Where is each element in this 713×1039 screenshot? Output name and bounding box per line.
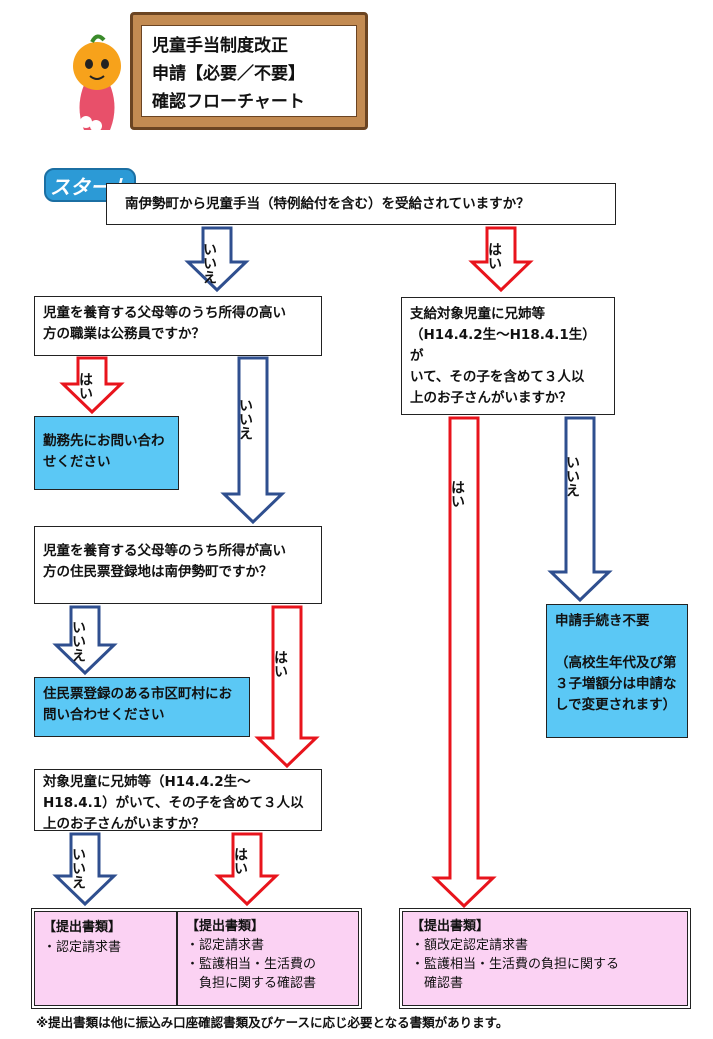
documents-heading: 【提出書類】 [411, 919, 490, 934]
documents-box-3: 【提出書類】 ・額改定認定請求書 ・監護相当・生活費の負担に関する 確認書 [399, 908, 691, 1009]
question-3-line: いて、その子を含めて３人以 [410, 368, 585, 385]
result-workplace-line: せください [43, 453, 111, 470]
documents-item: ・認定請求書 [43, 940, 122, 956]
result-no-application-line: （高校生年代及び第 [555, 654, 677, 671]
question-4-box: 児童を養育する父母等のうち所得が高い 方の住民票登録地は南伊勢町ですか？ [34, 526, 322, 604]
arrow-q1-no: いいえ [184, 226, 250, 293]
documents-item: 確認書 [411, 975, 464, 991]
question-4-line: 児童を養育する父母等のうち所得が高い [43, 543, 286, 559]
arrow-q5-yes: はい [214, 832, 280, 907]
result-no-application-box: 申請手続き不要 （高校生年代及び第 ３子増額分は申請な しで変更されます） [546, 604, 688, 738]
arrow-label-no: いいえ [201, 242, 217, 284]
documents-item: ・額改定認定請求書 [411, 937, 529, 953]
question-3-line: 上のお子さんがいますか？ [410, 389, 572, 406]
title-text: 児童手当制度改正 申請【必要／不要】 確認フローチャート [141, 25, 357, 117]
question-5-line: 対象児童に兄姉等（H14.4.2生～ [43, 774, 251, 790]
mascot-illustration [62, 30, 132, 140]
title-sign: 児童手当制度改正 申請【必要／不要】 確認フローチャート [130, 12, 368, 130]
arrow-q1-yes: はい [468, 226, 534, 293]
documents-heading: 【提出書類】 [186, 919, 265, 934]
arrow-q3-no: いいえ [547, 416, 613, 603]
arrow-q2-yes: はい [59, 356, 125, 415]
documents-box-2: 【提出書類】 ・認定請求書 ・監護相当・生活費の 負担に関する確認書 [177, 911, 359, 1006]
question-3-line: 支給対象児童に兄姉等 [410, 306, 545, 322]
question-2-line: 方の職業は公務員ですか？ [43, 325, 205, 342]
documents-item: ・監護相当・生活費の [186, 956, 317, 972]
question-2-line: 児童を養育する父母等のうち所得の高い [43, 305, 286, 321]
question-1-text: 南伊勢町から児童手当（特例給付を含む）を受給されていますか？ [125, 196, 530, 212]
result-workplace-box: 勤務先にお問い合わ せください [34, 416, 179, 490]
question-5-line: H18.4.1）がいて、その子を含めて３人以 [43, 794, 304, 811]
arrow-q4-no: いいえ [52, 605, 118, 676]
arrow-label-yes: はい [486, 242, 502, 270]
question-2-box: 児童を養育する父母等のうち所得の高い 方の職業は公務員ですか？ [34, 296, 322, 356]
result-no-application-line: ３子増額分は申請な [555, 675, 677, 692]
result-municipality-box: 住民票登録のある市区町村にお 問い合わせください [34, 677, 250, 737]
arrow-q2-no: いいえ [220, 356, 286, 525]
arrow-label-yes: はい [77, 372, 93, 400]
result-workplace-line: 勤務先にお問い合わ [43, 433, 165, 449]
result-no-application-line [555, 632, 679, 653]
question-5-line: 上のお子さんがいますか？ [43, 815, 205, 832]
arrow-label-yes: はい [449, 480, 465, 508]
question-5-box: 対象児童に兄姉等（H14.4.2生～ H18.4.1）がいて、その子を含めて３人… [34, 769, 322, 832]
arrow-q3-yes: はい [431, 416, 497, 909]
documents-item: ・認定請求書 [186, 937, 265, 953]
question-3-line: （H14.4.2生～H18.4.1生）が [410, 326, 596, 364]
documents-item: ・監護相当・生活費の負担に関する [411, 956, 620, 972]
question-4-line: 方の住民票登録地は南伊勢町ですか？ [43, 563, 273, 580]
question-1-box: 南伊勢町から児童手当（特例給付を含む）を受給されていますか？ [106, 183, 616, 225]
documents-item: 負担に関する確認書 [186, 975, 317, 991]
arrow-label-yes: はい [272, 650, 288, 678]
documents-box-1: 【提出書類】 ・認定請求書 [34, 911, 177, 1006]
arrow-label-no: いいえ [564, 455, 580, 497]
title-line-3: 確認フローチャート [152, 92, 305, 112]
question-3-box: 支給対象児童に兄姉等 （H14.4.2生～H18.4.1生）が いて、その子を含… [401, 297, 615, 415]
arrow-q4-yes: はい [254, 605, 320, 769]
result-no-application-line: しで変更されます） [555, 696, 677, 713]
arrow-label-no: いいえ [70, 620, 86, 662]
result-no-application-line: 申請手続き不要 [555, 613, 650, 629]
arrow-label-no: いいえ [70, 847, 86, 889]
result-municipality-line: 住民票登録のある市区町村にお [43, 686, 232, 702]
title-line-2: 申請【必要／不要】 [152, 64, 305, 84]
title-line-1: 児童手当制度改正 [152, 36, 288, 56]
result-municipality-line: 問い合わせください [43, 706, 165, 723]
arrow-label-no: いいえ [237, 398, 253, 440]
arrow-q5-no: いいえ [52, 832, 118, 907]
arrow-label-yes: はい [232, 847, 248, 875]
documents-heading: 【提出書類】 [43, 920, 122, 935]
footnote: ※提出書類は他に振込み口座確認書類及びケースに応じ必要となる書類があります。 [36, 1015, 509, 1030]
